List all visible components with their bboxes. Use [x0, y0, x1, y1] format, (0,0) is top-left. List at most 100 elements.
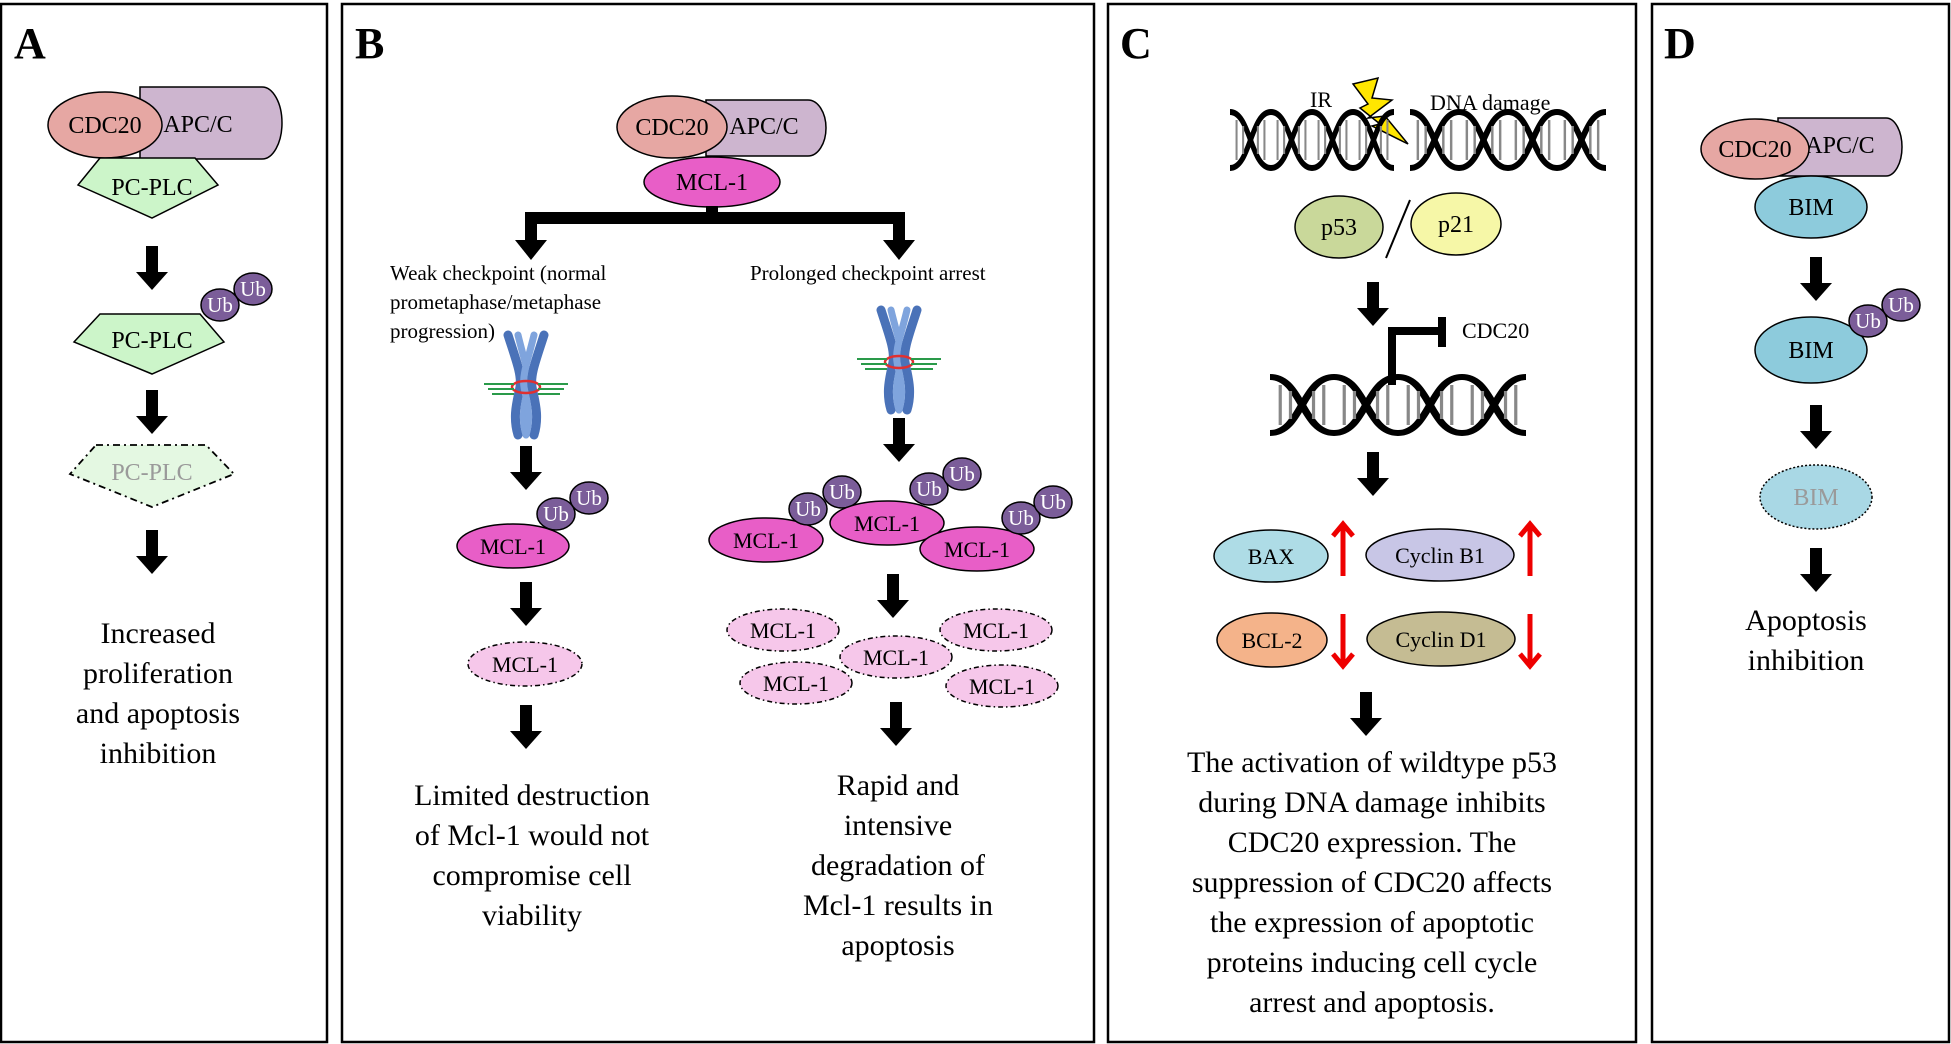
- bax-label: BAX: [1248, 544, 1295, 569]
- caption-line: apoptosis: [841, 929, 954, 962]
- cdc20-label: CDC20: [635, 115, 708, 141]
- bcl2-ellipse: [1216, 612, 1328, 668]
- separator-slash: [1385, 199, 1411, 259]
- chromosome-icon: [857, 310, 941, 410]
- ub-badge: [536, 497, 576, 531]
- p53-p21: p53 p21: [1294, 192, 1502, 259]
- apcc-shape: [705, 99, 827, 157]
- dna-helix-left: [1230, 112, 1394, 168]
- p21-label: p21: [1438, 212, 1474, 238]
- apc-complex-a: APC/C CDC20 PC-PLC: [47, 86, 283, 219]
- mcl1-ellipse: [708, 517, 824, 563]
- branch-connector: [515, 206, 915, 260]
- apcc-label: APC/C: [729, 114, 798, 140]
- mcl1-ubiquitinated-left: MCL-1 Ub Ub: [456, 481, 609, 569]
- cyclin-d1-ellipse: [1366, 611, 1516, 667]
- caption-line: degradation of: [811, 849, 985, 882]
- ub-label: Ub: [795, 497, 821, 521]
- chromosome-icon: [484, 335, 568, 435]
- pc-plc-degraded: PC-PLC: [68, 444, 236, 508]
- apc-complex-d: APC/C CDC20 BIM: [1700, 117, 1903, 239]
- cdc20-label: CDC20: [68, 113, 141, 139]
- mcl1-degraded-ellipse: [467, 641, 583, 687]
- mcl1-degraded-ellipse: [939, 608, 1053, 652]
- bim-ellipse: [1754, 175, 1868, 239]
- ub-label: Ub: [543, 502, 569, 526]
- caption-line: compromise cell: [432, 859, 631, 892]
- left-caption: Limited destruction of Mcl-1 would not c…: [414, 779, 650, 932]
- caption-line: The activation of wildtype p53: [1187, 746, 1557, 779]
- caption-line: Rapid and: [837, 769, 959, 802]
- caption-line: inhibition: [1748, 644, 1865, 677]
- pc-plc-ubiquitinated: PC-PLC Ub Ub: [72, 272, 273, 375]
- mcl1-label: MCL-1: [944, 537, 1010, 562]
- ub-label: Ub: [1855, 309, 1881, 333]
- mcl1-degraded-label: MCL-1: [963, 618, 1029, 643]
- mcl1-degraded-label: MCL-1: [863, 645, 929, 670]
- bim-ubiquitinated: BIM Ub Ub: [1754, 288, 1921, 384]
- ub-badge: [233, 272, 273, 306]
- ub-label: Ub: [1008, 506, 1034, 530]
- caption-line: Increased: [101, 617, 216, 650]
- branch-label-line: Weak checkpoint (normal: [390, 261, 607, 285]
- caption-line: arrest and apoptosis.: [1249, 986, 1495, 1019]
- panel-c: C IR DNA damage p53 p21 CDC20 BAX: [1106, 2, 1638, 1044]
- cyclin-b1-ellipse: [1365, 528, 1515, 582]
- ub-label: Ub: [829, 480, 855, 504]
- mcl1-degraded-ellipse: [726, 608, 840, 652]
- caption-line: Mcl-1 results in: [803, 889, 993, 922]
- panel-d-border: [1650, 2, 1951, 1044]
- ir-label: IR: [1310, 87, 1332, 112]
- panel-a-letter: A: [14, 19, 46, 68]
- mcl1-degraded-label: MCL-1: [969, 674, 1035, 699]
- apcc-shape: [1777, 117, 1903, 177]
- caption-line: CDC20 expression. The: [1228, 826, 1517, 859]
- bim-ellipse: [1754, 316, 1868, 384]
- apc-complex-b: APC/C CDC20 MCL-1: [616, 95, 827, 208]
- panel-a-border: [0, 2, 329, 1044]
- ub-label: Ub: [1040, 490, 1066, 514]
- right-caption: Rapid and intensive degradation of Mcl-1…: [803, 769, 993, 962]
- arrow-d1: [1800, 257, 1832, 301]
- arrow-a2: [136, 390, 168, 434]
- mcl1-label: MCL-1: [676, 170, 748, 196]
- arrow-d3: [1800, 548, 1832, 592]
- caption-line: proliferation: [83, 657, 233, 690]
- panel-c-border: [1106, 2, 1638, 1044]
- caption-line: the expression of apoptotic: [1210, 906, 1534, 939]
- mcl1-cluster-degraded: MCL-1 MCL-1 MCL-1 MCL-1 MCL-1: [726, 608, 1059, 708]
- mcl1-ellipse: [456, 523, 570, 569]
- pc-plc-pentagon: [76, 157, 220, 219]
- panel-b: B APC/C CDC20 MCL-1 Weak checkpoint (nor…: [340, 2, 1096, 1044]
- arrow-c1: [1357, 282, 1389, 326]
- panel-c-letter: C: [1120, 19, 1152, 68]
- cdc20-label: CDC20: [1718, 137, 1791, 163]
- mcl1-ellipse: [829, 500, 945, 546]
- caption-line: Limited destruction: [414, 779, 650, 812]
- p53-ellipse: [1294, 195, 1384, 259]
- panel-a: A APC/C CDC20 PC-PLC PC-PLC Ub Ub PC-PLC…: [0, 2, 329, 1044]
- ub-badge: [1848, 304, 1888, 338]
- arrow-b-right-3: [880, 702, 912, 746]
- panel-c-caption: The activation of wildtype p53 during DN…: [1187, 746, 1557, 1019]
- mcl1-label: MCL-1: [733, 528, 799, 553]
- bcl2-label: BCL-2: [1241, 628, 1302, 653]
- mcl1-degraded-ellipse: [945, 664, 1059, 708]
- caption-line: of Mcl-1 would not: [415, 819, 650, 852]
- caption-line: suppression of CDC20 affects: [1192, 866, 1552, 899]
- arrow-a3: [136, 530, 168, 574]
- panel-b-border: [340, 2, 1096, 1044]
- mcl1-degraded-label: MCL-1: [763, 671, 829, 696]
- caption-line: and apoptosis: [76, 697, 240, 730]
- caption-line: intensive: [844, 809, 952, 842]
- caption-line: proteins inducing cell cycle: [1207, 946, 1538, 979]
- ub-badge: [788, 492, 828, 526]
- ub-badge: [1001, 501, 1041, 535]
- cdc20-ellipse: [1700, 118, 1810, 180]
- caption-line: viability: [482, 899, 582, 932]
- mcl1-degraded-left: MCL-1: [467, 641, 583, 687]
- mcl1-ellipse: [919, 526, 1035, 572]
- cyclin-d1-label: Cyclin D1: [1395, 627, 1486, 652]
- apcc-label: APC/C: [163, 112, 232, 138]
- apoptotic-proteins: BAX Cyclin B1 BCL-2 Cyclin D1: [1213, 524, 1540, 668]
